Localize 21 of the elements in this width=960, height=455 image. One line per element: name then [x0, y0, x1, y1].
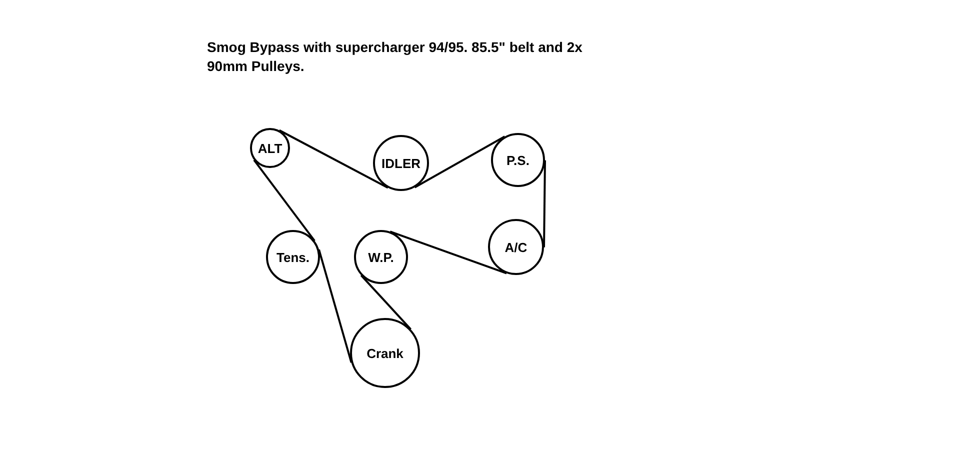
pulley-label: P.S. — [506, 152, 530, 168]
pulley-label: Tens. — [276, 250, 310, 264]
pulley-label: W.P. — [368, 250, 394, 264]
belt-line — [318, 249, 352, 363]
title: Smog Bypass with supercharger 94/95. 85.5" belt and 2x 90mm Pulleys. — [207, 38, 584, 76]
pulley-label: ALT — [258, 140, 282, 156]
pulley-circle — [250, 128, 290, 168]
pulley-label: Crank — [366, 346, 404, 360]
pulley-circle — [488, 219, 544, 275]
pulley-circle — [373, 135, 429, 191]
belt-line — [253, 159, 316, 242]
pulley-circle — [354, 230, 408, 284]
pulley-circle — [266, 230, 320, 284]
pulley-circle — [491, 133, 545, 187]
belt-line — [543, 160, 546, 248]
belt-line — [278, 129, 388, 189]
pulley-label: IDLER — [382, 156, 420, 170]
belt-line — [414, 136, 506, 188]
pulley-label: A/C — [504, 240, 528, 254]
belt-line — [360, 274, 412, 330]
belt-line — [390, 230, 507, 274]
